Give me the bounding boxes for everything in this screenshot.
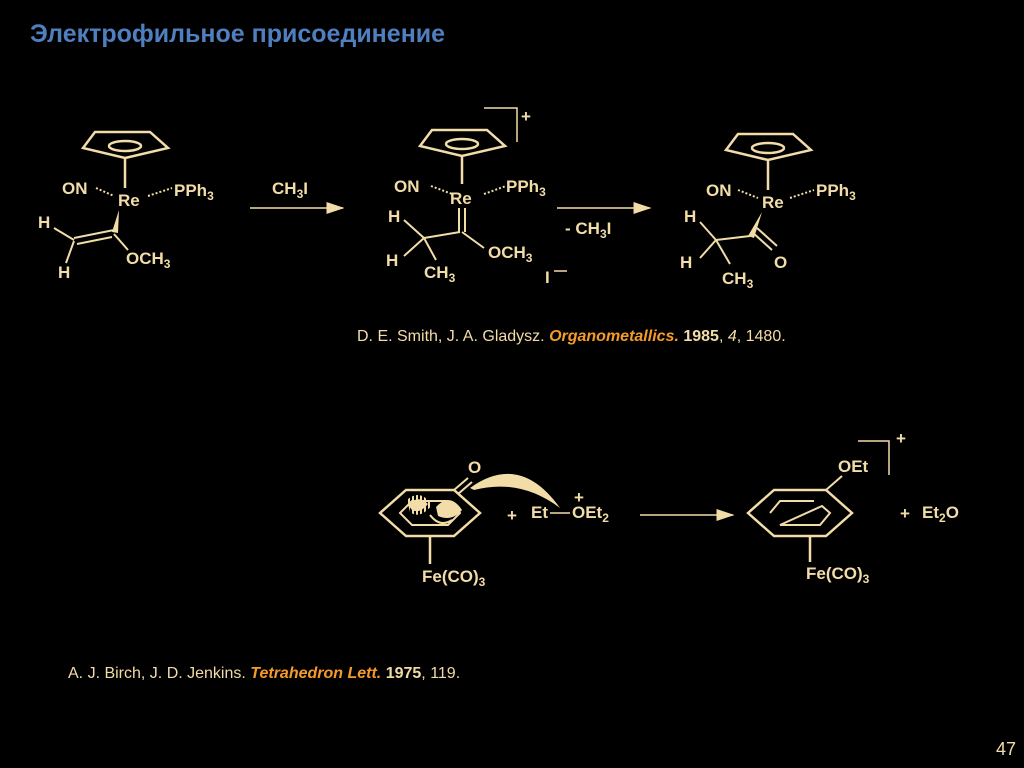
- charge-plus: +: [896, 429, 906, 448]
- methyl-label: CH3: [424, 263, 456, 285]
- metal-label: Re: [762, 193, 784, 212]
- phosphine-label: PPh3: [816, 181, 856, 203]
- bracket-icon: [484, 107, 518, 142]
- slide-title: Электрофильное присоединение: [30, 20, 446, 48]
- methyl-label: CH3: [722, 269, 754, 291]
- metal-label: Re: [450, 189, 472, 208]
- orbital-lobe-icon: [436, 500, 462, 518]
- electrophile: + Et OEt2 +: [507, 488, 609, 525]
- curved-arrow-icon: [470, 473, 560, 508]
- oxonium-label: OEt2: [572, 503, 609, 525]
- phosphine-label: PPh3: [174, 181, 214, 203]
- iodide-label: I: [545, 268, 550, 287]
- cyclopentadienyl-ring-icon: [80, 130, 171, 160]
- reference-2: A. J. Birch, J. D. Jenkins. Tetrahedron …: [68, 665, 461, 682]
- compound-2: + ON Re PPh3 H H CH3 OCH3 I: [386, 107, 567, 287]
- compound-3: ON Re PPh3 H H CH3 O: [680, 132, 856, 291]
- nitrosyl-label: ON: [394, 177, 420, 196]
- hydrogen-label: H: [386, 251, 398, 270]
- ref-journal: Organometallics.: [549, 328, 679, 345]
- nitrosyl-label: ON: [706, 181, 732, 200]
- orbital-lobe-icon: [408, 499, 428, 512]
- hydrogen-label: H: [38, 213, 50, 232]
- compound-1: ON Re PPh3 H H OCH3: [38, 130, 214, 282]
- nitrosyl-label: ON: [62, 179, 88, 198]
- plus-sign: +: [900, 504, 910, 523]
- metal-label: Re: [118, 191, 140, 210]
- hydrogen-label: H: [388, 207, 400, 226]
- ref-journal: Tetrahedron Lett.: [250, 665, 382, 682]
- ref-authors: D. E. Smith, J. A. Gladysz.: [357, 328, 545, 345]
- reference-1: D. E. Smith, J. A. Gladysz. Organometall…: [357, 328, 786, 345]
- ethyl-label: Et: [531, 503, 548, 522]
- page-number: 47: [995, 739, 1016, 759]
- cyclopentadienyl-ring-icon: [417, 128, 508, 158]
- oxygen-label: O: [774, 253, 787, 272]
- plus-sign: +: [507, 506, 517, 525]
- ethoxy-label: OEt: [838, 457, 869, 476]
- diethyl-ether-label: Et2O: [922, 503, 959, 525]
- elimination-label: - CH3I: [565, 219, 611, 241]
- ref-volume: 4: [727, 328, 737, 345]
- hydrogen-label: H: [680, 253, 692, 272]
- hydrogen-label: H: [58, 263, 70, 282]
- arene-complex: O Fe(CO)3: [378, 458, 560, 589]
- ref-authors: A. J. Birch, J. D. Jenkins.: [68, 665, 246, 682]
- reagent-label: CH3I: [272, 179, 308, 201]
- bracket-icon: [858, 440, 890, 475]
- methoxy-label: OCH3: [126, 249, 171, 271]
- oxygen-label: O: [468, 458, 481, 477]
- charge-plus: +: [574, 488, 584, 507]
- iron-tricarbonyl-label: Fe(CO)3: [806, 564, 870, 586]
- ref-year: 1985: [683, 328, 719, 345]
- ref-pages: 1480.: [745, 328, 786, 345]
- ref-pages: 119.: [430, 665, 461, 682]
- charge-plus: +: [521, 107, 531, 126]
- ref-year: 1975: [385, 665, 422, 682]
- methoxy-label: OCH3: [488, 243, 533, 265]
- product-complex: + OEt Fe(CO)3 + Et2O: [746, 429, 959, 586]
- cyclopentadienyl-ring-icon: [723, 132, 814, 162]
- iron-tricarbonyl-label: Fe(CO)3: [422, 567, 486, 589]
- phosphine-label: PPh3: [506, 177, 546, 199]
- hydrogen-label: H: [684, 207, 696, 226]
